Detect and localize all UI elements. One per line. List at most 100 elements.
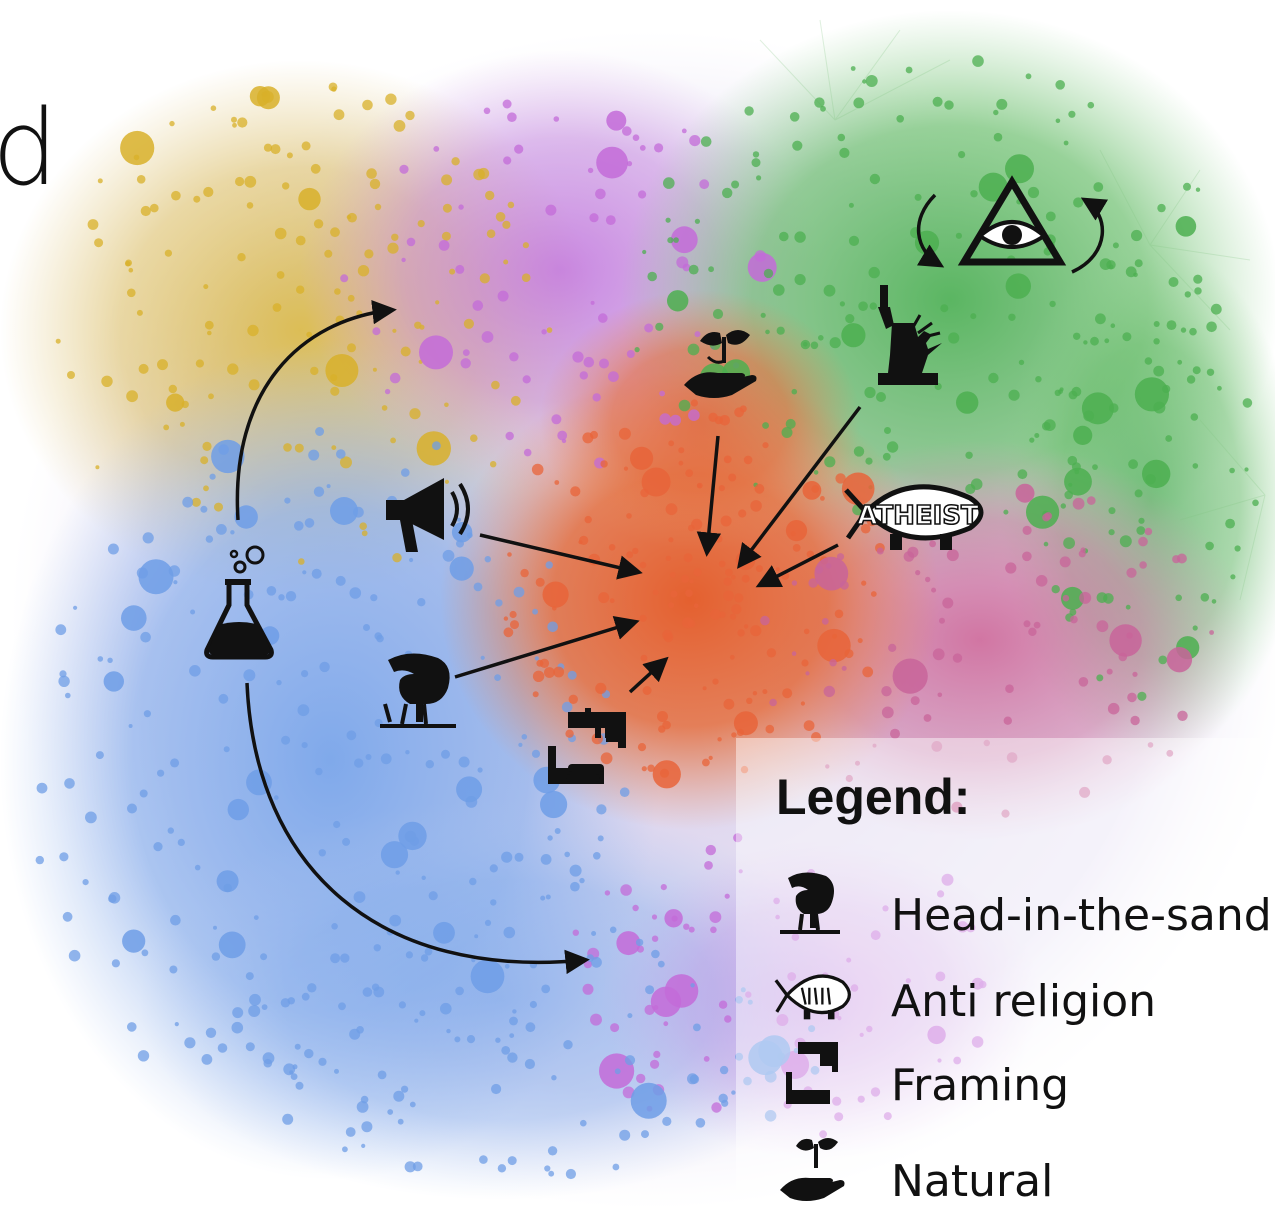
network-node xyxy=(823,685,835,698)
network-node xyxy=(927,1025,946,1045)
network-node xyxy=(509,1016,518,1026)
network-node xyxy=(689,1074,700,1084)
network-node xyxy=(330,386,340,396)
network-node xyxy=(244,175,257,188)
network-node xyxy=(844,649,854,659)
network-node xyxy=(1023,620,1031,628)
network-node xyxy=(509,352,519,362)
network-node xyxy=(1138,536,1148,547)
network-node xyxy=(693,568,702,577)
network-node xyxy=(1136,526,1146,535)
network-node xyxy=(750,625,762,637)
network-node xyxy=(282,182,290,190)
network-node xyxy=(223,746,230,753)
network-node xyxy=(1206,321,1217,333)
network-node xyxy=(688,409,700,422)
network-node xyxy=(905,978,911,984)
network-node xyxy=(731,732,737,738)
network-node xyxy=(762,422,769,429)
network-node xyxy=(58,675,70,687)
network-node xyxy=(914,193,922,201)
network-node xyxy=(970,313,977,320)
network-node xyxy=(722,187,733,199)
flask-icon xyxy=(204,545,274,660)
network-node xyxy=(694,331,701,338)
network-node xyxy=(223,883,232,893)
network-node xyxy=(497,290,509,302)
network-node xyxy=(509,1033,515,1038)
network-node xyxy=(359,522,368,530)
network-node xyxy=(485,190,495,201)
network-node xyxy=(766,648,777,658)
network-node xyxy=(67,371,75,379)
network-node xyxy=(278,594,285,601)
network-node xyxy=(869,173,881,185)
network-node xyxy=(334,1068,339,1074)
network-node xyxy=(433,921,455,944)
network-node xyxy=(668,440,675,447)
network-node xyxy=(541,984,551,994)
network-node xyxy=(127,288,136,298)
network-node xyxy=(276,271,285,279)
network-node xyxy=(302,570,307,575)
network-node xyxy=(554,828,561,834)
network-node xyxy=(1166,647,1193,673)
network-node xyxy=(419,335,453,370)
network-node xyxy=(1186,375,1196,384)
network-node xyxy=(932,648,945,661)
network-node xyxy=(687,343,700,356)
network-node xyxy=(491,1083,502,1095)
network-node xyxy=(366,168,377,179)
network-node xyxy=(983,739,990,747)
network-node xyxy=(401,468,410,477)
network-node xyxy=(635,938,644,947)
network-node xyxy=(1087,101,1095,109)
network-node xyxy=(733,711,758,736)
network-node xyxy=(748,1040,783,1076)
network-node xyxy=(455,986,464,996)
network-node xyxy=(232,122,237,128)
network-node xyxy=(618,427,631,440)
network-node xyxy=(735,996,743,1004)
network-node xyxy=(1015,483,1035,503)
network-node xyxy=(639,614,647,622)
network-node xyxy=(1138,517,1145,524)
network-node xyxy=(754,483,765,494)
network-node xyxy=(182,496,194,508)
network-node xyxy=(869,302,877,310)
network-node xyxy=(371,983,380,991)
network-node xyxy=(405,110,415,121)
framing-hands-icon xyxy=(548,708,626,784)
network-node xyxy=(777,1052,785,1061)
network-node xyxy=(82,879,89,886)
network-node xyxy=(689,579,694,584)
network-node xyxy=(285,591,297,602)
network-node xyxy=(868,266,880,279)
network-node xyxy=(36,782,48,794)
network-node xyxy=(829,337,841,349)
network-node xyxy=(1153,365,1165,377)
network-node xyxy=(333,109,345,121)
network-node xyxy=(261,1004,268,1010)
network-node xyxy=(718,1093,728,1104)
arrow-eye-right xyxy=(1071,197,1109,274)
network-node xyxy=(751,158,761,168)
network-node xyxy=(720,515,732,527)
network-node xyxy=(205,1027,217,1039)
network-node xyxy=(1054,389,1062,396)
network-node xyxy=(595,188,606,200)
network-node xyxy=(829,659,837,667)
network-node xyxy=(1073,332,1081,340)
network-node xyxy=(988,372,999,384)
network-node xyxy=(850,66,856,71)
network-node xyxy=(708,266,714,273)
network-node xyxy=(1225,518,1235,529)
network-node xyxy=(800,701,806,706)
network-node xyxy=(276,679,282,686)
network-node xyxy=(756,175,762,181)
network-node xyxy=(191,497,201,507)
arrow-ostrich xyxy=(454,616,640,679)
network-node xyxy=(294,521,304,531)
network-node xyxy=(782,688,793,699)
network-node xyxy=(693,1023,701,1032)
